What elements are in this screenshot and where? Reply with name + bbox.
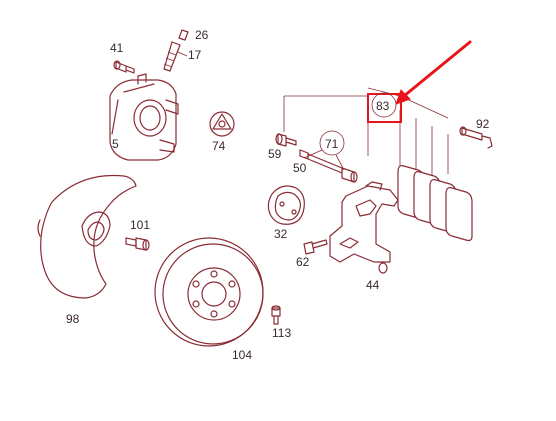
part-59-bolt[interactable] (275, 133, 297, 147)
part-17-bleeder-screw[interactable] (163, 41, 181, 72)
red-arrow-annotation (395, 40, 472, 105)
part-98-splash-shield[interactable] (37, 174, 137, 299)
part-41-bolt[interactable] (113, 60, 135, 74)
part-5-caliper-housing[interactable] (109, 73, 179, 161)
part-32-anti-rattle-spring[interactable] (267, 185, 305, 225)
part-26-bleeder-cap[interactable] (178, 29, 189, 41)
label-5: 5 (112, 137, 119, 151)
part-62-bolt[interactable] (303, 239, 328, 255)
label-32: 32 (274, 227, 288, 241)
label-59: 59 (268, 147, 282, 161)
label-44: 44 (366, 278, 380, 292)
brake-pads[interactable] (397, 165, 473, 242)
label-71: 71 (325, 137, 339, 151)
part-44-caliper-bracket[interactable] (329, 181, 399, 274)
label-101: 101 (130, 218, 150, 232)
part-113-bolt[interactable] (271, 305, 281, 325)
leader-lines-83 (283, 87, 449, 178)
label-41: 41 (110, 41, 124, 55)
part-50-guide-pin[interactable] (299, 149, 358, 183)
label-74: 74 (212, 139, 226, 153)
label-92: 92 (476, 117, 490, 131)
label-62: 62 (296, 255, 310, 269)
label-83: 83 (376, 99, 390, 113)
part-92-wear-sensor[interactable] (459, 126, 493, 149)
label-98: 98 (66, 312, 80, 326)
callout-circle-71 (319, 130, 345, 156)
part-101-bolt[interactable] (125, 237, 150, 251)
highlight-box-83 (367, 93, 402, 123)
label-50: 50 (293, 161, 307, 175)
label-113: 113 (272, 326, 291, 340)
part-104-brake-disc[interactable] (154, 237, 264, 347)
label-17: 17 (188, 48, 202, 62)
label-26: 26 (195, 28, 209, 42)
part-74-spring-plate[interactable] (209, 111, 235, 137)
label-104: 104 (232, 348, 252, 362)
